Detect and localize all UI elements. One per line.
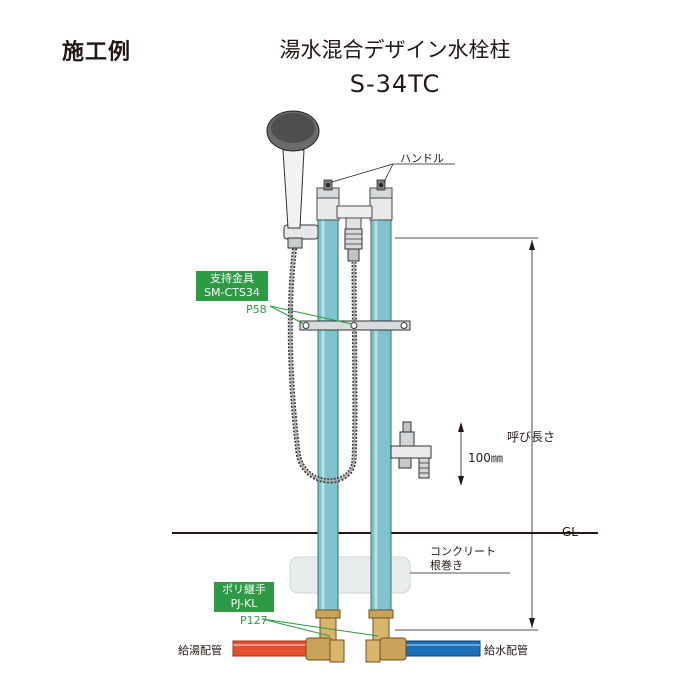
right-post xyxy=(370,214,392,616)
page-heading: 施工例 xyxy=(62,40,132,65)
joint-tag: ポリ継手 PJ-KL xyxy=(214,582,274,612)
bracket-page-ref: P58 xyxy=(246,303,267,316)
joint-name: ポリ継手 xyxy=(222,583,266,596)
left-post xyxy=(317,214,339,616)
hand-shower xyxy=(266,110,320,229)
nominal-length-label: 呼び長さ xyxy=(507,430,556,444)
handle-knob-left xyxy=(323,179,333,191)
left-brass-joint xyxy=(305,609,345,663)
hot-pipe-label: 給湯配管 xyxy=(178,644,222,657)
support-bracket xyxy=(299,320,411,331)
dimension-100mm: 100㎜ xyxy=(468,451,503,465)
hot-water-pipe xyxy=(232,640,316,657)
product-model: S-34TC xyxy=(349,70,441,98)
concrete-label-line1: コンクリート xyxy=(430,545,496,558)
handle-label: ハンドル xyxy=(400,152,444,165)
product-title: 湯水混合デザイン水栓柱 xyxy=(279,38,511,62)
bracket-name: 支持金具 xyxy=(210,272,254,285)
cold-pipe-label: 給水配管 xyxy=(484,644,528,657)
height-dimension-arrow xyxy=(458,422,464,486)
handle-knob-right xyxy=(376,179,386,191)
joint-page-ref: P127 xyxy=(240,614,268,627)
cold-water-pipe xyxy=(401,640,481,657)
bracket-model: SM-CTS34 xyxy=(204,286,260,299)
right-brass-joint xyxy=(365,609,407,663)
joint-model: PJ-KL xyxy=(230,597,258,610)
concrete-base xyxy=(289,556,411,594)
faucet-head xyxy=(316,187,393,231)
bracket-tag: 支持金具 SM-CTS34 xyxy=(196,271,268,301)
side-faucet xyxy=(390,421,432,479)
concrete-label-line2: 根巻き xyxy=(430,559,463,572)
nominal-length-dimension xyxy=(395,237,538,631)
hose-connector xyxy=(344,228,363,262)
gl-label: GL xyxy=(562,525,578,539)
